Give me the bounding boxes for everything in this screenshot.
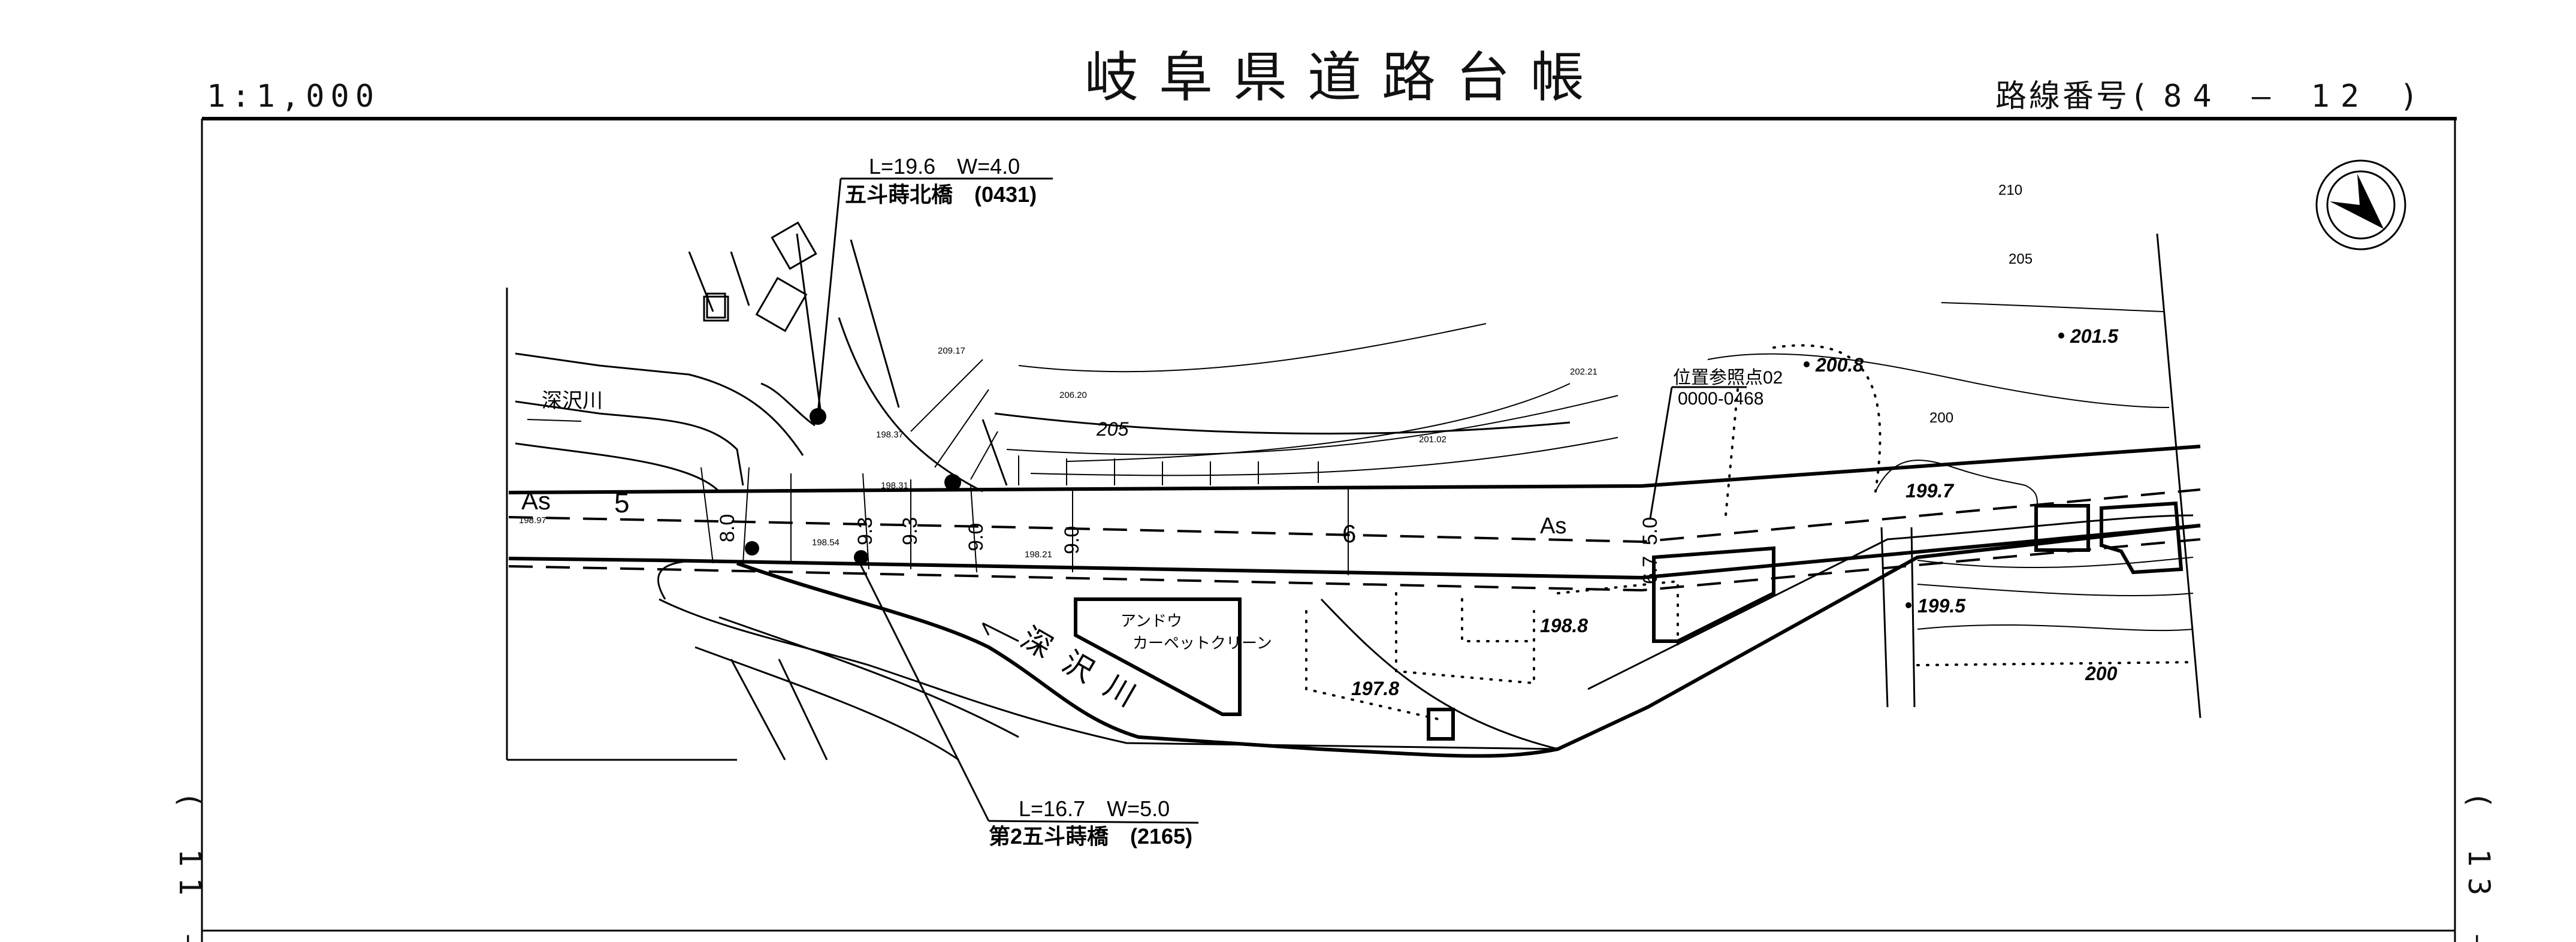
building-name-line2: カーペットクリーン [1133,634,1272,652]
contour-label: 210 [1998,182,2022,198]
bridge-label-dai2-gotomaki[interactable]: L=16.7 W=5.0 第2五斗蒔橋 (2165) [856,557,1199,849]
spot-heights: 201.5 200.8 199.7 199.5 200 198.8 197.8 [1351,325,2119,699]
spot-height: 200.8 [1815,354,1864,376]
river-label-upper: 深沢川 [542,390,603,412]
road-width: 8.0 [716,514,739,542]
survey-point: 198.54 [812,538,839,548]
road-width: 9.3 [854,517,877,545]
sheet-frame [201,117,2457,942]
route-number-label: 路線番号( [1995,78,2151,114]
reference-point-label[interactable]: 位置参照点02 0000-0468 [1649,368,1783,519]
road-section-right: 6 [1342,520,1356,548]
contour-label: 200 [1929,410,1953,426]
bridge-name: 第2五斗蒔橋 (2165) [989,824,1192,849]
survey-point: 202.21 [1570,367,1597,377]
scale-label: 1:1,000 [207,78,380,114]
spot-height: 201.5 [2070,325,2119,347]
road-surface-left: As [521,487,551,515]
survey-point: 206.20 [1059,390,1087,400]
adjacent-sheet-left[interactable]: ( 11 ― [173,791,207,942]
route-number-value: 84 ― 12 ) [2163,78,2429,114]
reference-point-code: 0000-0468 [1678,389,1763,409]
bridge-label-gotomaki-kita[interactable]: L=19.6 W=4.0 五斗蒔北橋 (0431) [817,154,1053,414]
survey-point: 198.37 [876,430,904,440]
road-section-left: 5 [614,487,630,518]
survey-point: 198.21 [1025,550,1052,560]
survey-point: 198.31 [881,481,908,491]
north-arrow-icon [2315,159,2406,250]
adjacent-sheet-right[interactable]: ( 13 ― [2462,791,2496,942]
road-width: 9.0 [965,523,987,551]
road-width: 5.0 [1639,517,1662,545]
spot-height: 199.7 [1905,480,1955,502]
road-width: 6.7 [1639,556,1662,584]
spot-height: 200 [2085,663,2118,684]
spot-height: 198.8 [1540,615,1588,636]
bridge-dimensions: L=19.6 W=4.0 [869,154,1020,179]
contour-label: 205 [1096,418,1129,440]
sheet-title: 岐阜県道路台帳 [1085,46,1605,109]
spot-height: 197.8 [1351,678,1399,699]
road-width: 9.3 [899,517,922,545]
road-width: 9.0 [1061,526,1083,554]
bridge-name: 五斗蒔北橋 (0431) [845,182,1037,207]
map-drawing [506,221,2201,761]
survey-point: 198.97 [519,515,546,526]
road-surface-right: As [1540,514,1566,539]
building-name-line1: アンドウ [1121,612,1182,630]
bridge-dimensions: L=16.7 W=5.0 [1019,796,1170,821]
reference-point-name: 位置参照点02 [1673,368,1783,388]
survey-point: 209.17 [938,346,965,356]
spot-height: 199.5 [1917,595,1966,617]
survey-point: 201.02 [1419,434,1446,445]
building-andou [1074,597,1242,716]
road-width-labels: 8.0 9.3 9.3 9.0 9.0 5.0 6.7 [716,514,1662,584]
contour-label: 205 [2009,251,2033,267]
survey-points: 209.17 206.20 198.37 198.31 198.97 198.5… [519,346,1597,560]
